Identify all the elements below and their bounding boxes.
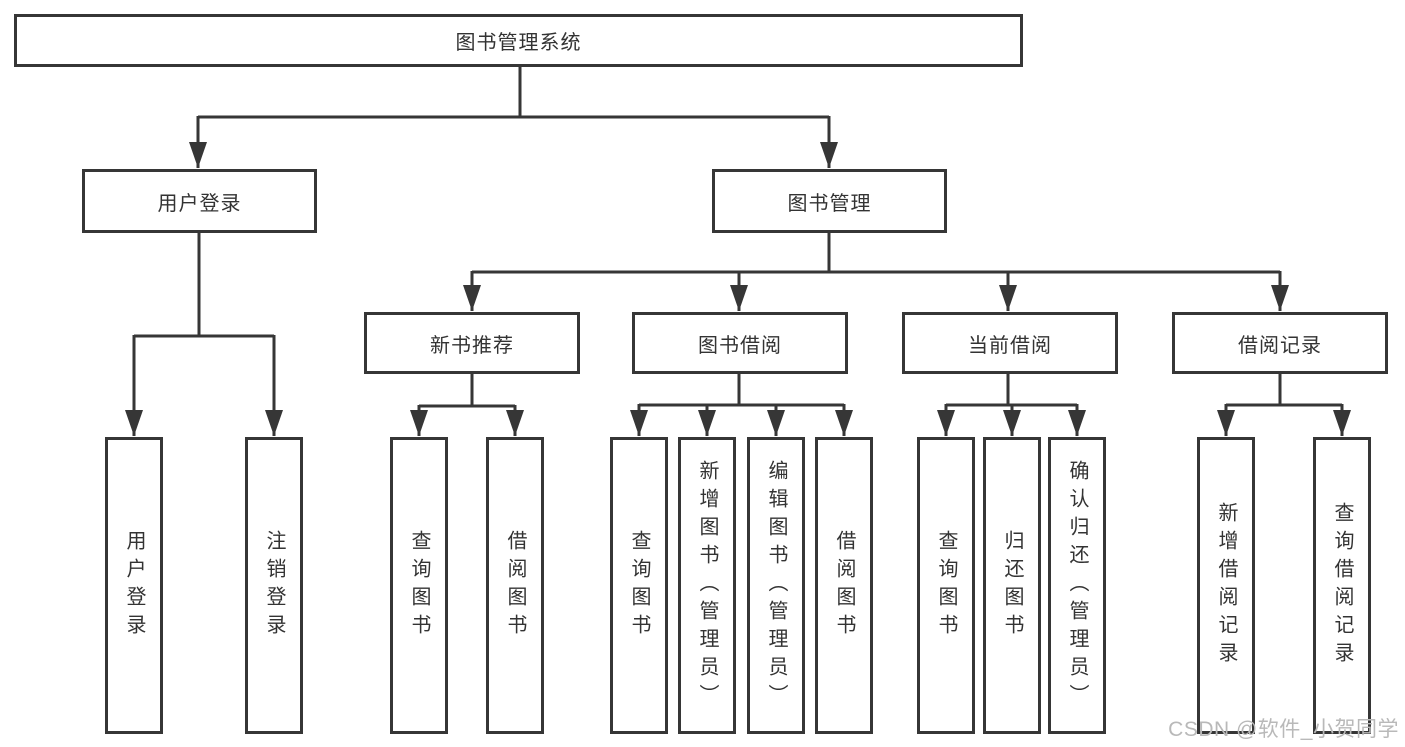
connector-borrow-records-children <box>1217 374 1351 436</box>
leaf-borrow-book-recommend: 借阅图书 <box>486 437 544 734</box>
leaf-query-book-borrow: 查询图书 <box>610 437 668 734</box>
leaf-add-book-admin: 新增图书（管理员） <box>678 437 736 734</box>
leaf-add-borrow-record: 新增借阅记录 <box>1197 437 1255 734</box>
leaf-borrow-book: 借阅图书 <box>815 437 873 734</box>
node-book-borrowing: 图书借阅 <box>632 312 848 374</box>
connector-book-borrow-children <box>630 374 853 436</box>
leaf-return-book: 归还图书 <box>983 437 1041 734</box>
node-user-login: 用户登录 <box>82 169 317 233</box>
leaf-user-login: 用户登录 <box>105 437 163 734</box>
leaf-query-book-current: 查询图书 <box>917 437 975 734</box>
node-book-management: 图书管理 <box>712 169 947 233</box>
connector-user-login-children <box>125 232 283 436</box>
connector-book-management-children <box>463 232 1289 311</box>
leaf-query-borrow-record: 查询借阅记录 <box>1313 437 1371 734</box>
leaf-confirm-return-admin: 确认归还（管理员） <box>1048 437 1106 734</box>
node-root-system: 图书管理系统 <box>14 14 1023 67</box>
csdn-watermark: CSDN @软件_小贺同学 <box>1168 718 1399 741</box>
connector-new-book-children <box>410 374 524 436</box>
connector-root-to-level2 <box>189 66 838 168</box>
leaf-logout: 注销登录 <box>245 437 303 734</box>
leaf-edit-book-admin: 编辑图书（管理员） <box>747 437 805 734</box>
connector-current-borrow-children <box>937 374 1086 436</box>
node-current-borrowing: 当前借阅 <box>902 312 1118 374</box>
node-borrowing-records: 借阅记录 <box>1172 312 1388 374</box>
leaf-query-book-recommend: 查询图书 <box>390 437 448 734</box>
node-new-book-recommend: 新书推荐 <box>364 312 580 374</box>
